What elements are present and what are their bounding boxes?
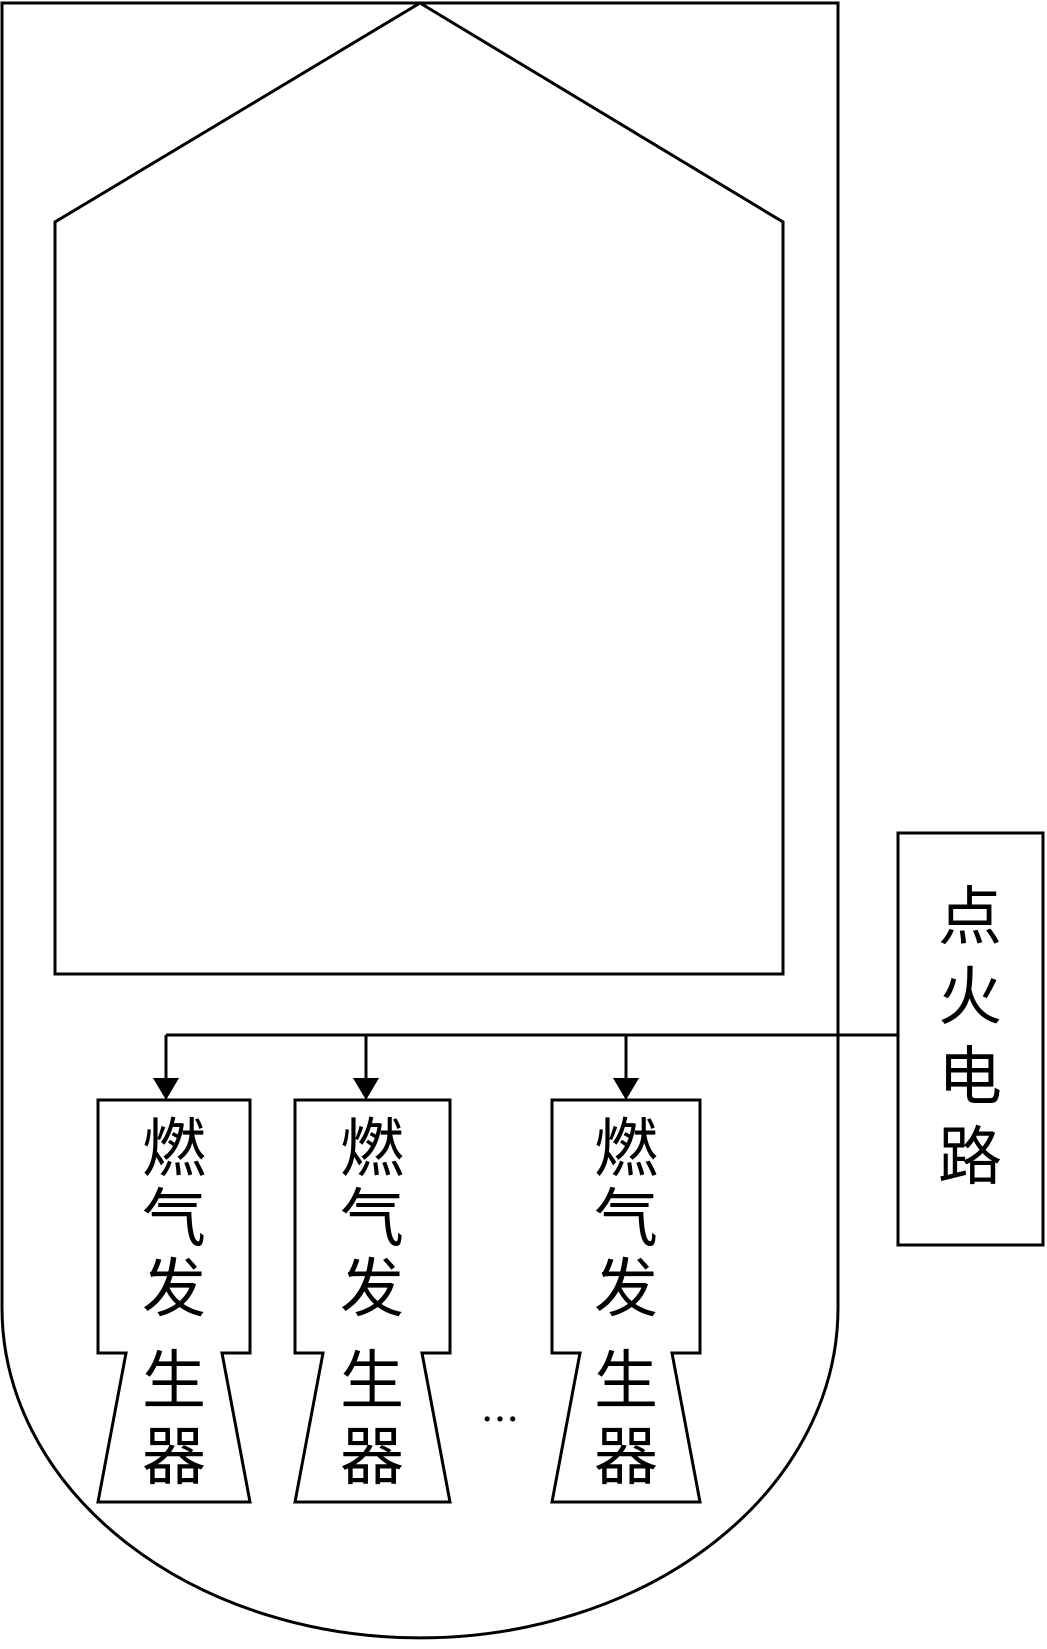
gas-generator-char: 发 bbox=[594, 1253, 658, 1327]
gas-generator-char: 器 bbox=[594, 1421, 658, 1495]
ignition-circuit-char: 点 bbox=[938, 881, 1002, 955]
arrowhead-2 bbox=[353, 1078, 379, 1100]
ignition-circuit-char: 电 bbox=[938, 1041, 1002, 1115]
gas-generator-1: 燃 气 发 生 器 bbox=[96, 1098, 252, 1504]
gas-generator-char: 气 bbox=[340, 1183, 404, 1257]
gas-generator-char: 生 bbox=[340, 1345, 404, 1419]
arrowhead-3 bbox=[613, 1078, 639, 1100]
gas-generator-char: 发 bbox=[340, 1253, 404, 1327]
more-generators-ellipsis: ··· bbox=[481, 1397, 519, 1443]
arrowhead-1 bbox=[153, 1078, 179, 1100]
inner-compartment bbox=[53, 1, 785, 976]
gas-generator-char: 器 bbox=[340, 1421, 404, 1495]
gas-generator-char: 气 bbox=[142, 1183, 206, 1257]
gas-generator-char: 生 bbox=[142, 1345, 206, 1419]
outer-vessel bbox=[0, 1, 840, 1640]
gas-generator-char: 燃 bbox=[340, 1113, 404, 1187]
ignition-circuit-char: 路 bbox=[938, 1121, 1002, 1195]
gas-generator-2: 燃 气 发 生 器 bbox=[293, 1098, 452, 1504]
gas-generator-char: 生 bbox=[594, 1345, 658, 1419]
gas-generator-char: 发 bbox=[142, 1253, 206, 1327]
gas-generator-outline bbox=[550, 1098, 702, 1504]
gas-generator-char: 燃 bbox=[142, 1113, 206, 1187]
gas-generator-outline bbox=[293, 1098, 452, 1504]
gas-generator-char: 燃 bbox=[594, 1113, 658, 1187]
ignition-circuit-label: 点 火 电 路 bbox=[938, 881, 1002, 1195]
gas-generator-outline bbox=[96, 1098, 252, 1504]
gas-generator-char: 气 bbox=[594, 1183, 658, 1257]
ignition-circuit-box bbox=[896, 831, 1045, 1247]
gas-generator-char: 器 bbox=[142, 1421, 206, 1495]
gas-generator-3: 燃 气 发 生 器 bbox=[550, 1098, 702, 1504]
ignition-circuit-char: 火 bbox=[938, 961, 1002, 1035]
